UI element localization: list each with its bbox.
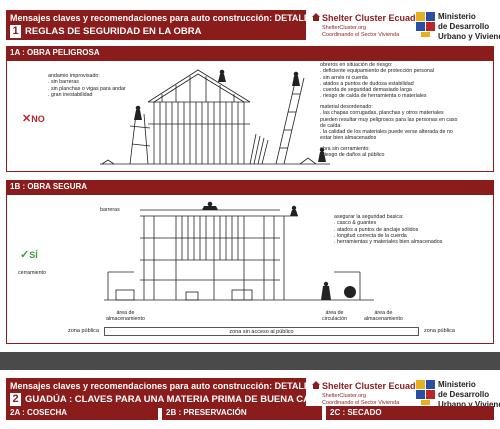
- label-storage-area-right: área de almacenamiento: [364, 310, 403, 323]
- label-public-zone-left: zona pública: [68, 328, 99, 334]
- note-workers-at-risk: obreros en situación de riesgo: . defici…: [320, 62, 434, 100]
- cross-icon: ✕: [22, 113, 32, 125]
- section-1b-title: 1B : OBRA SEGURA: [6, 180, 494, 194]
- house-icon: [312, 381, 320, 389]
- verdict-si: ✓SÍ: [20, 249, 38, 261]
- label-cerramiento: cerramiento: [18, 270, 46, 276]
- shelter-tagline: Coordinando el Sector Vivienda: [322, 400, 400, 406]
- ministry-logo: Ministerio de Desarrollo Urbano y Vivien…: [416, 378, 500, 412]
- shelter-tagline: Coordinando el Sector Vivienda: [322, 32, 400, 38]
- safe-site-illustration: [104, 201, 374, 301]
- section-1a-box: [6, 60, 494, 172]
- dangerous-site-illustration: [100, 69, 330, 165]
- page-header: Mensajes claves y recomendaciones para a…: [6, 10, 321, 40]
- shelter-cluster-logo: Shelter Cluster Ecuador ShelterCluster.o…: [312, 10, 425, 40]
- section-number: 1: [10, 25, 21, 38]
- label-circulation-area: área de circulación: [322, 310, 348, 323]
- header-subtitle: REGLAS DE SEGURIDAD EN LA OBRA: [25, 26, 202, 37]
- house-icon: [312, 13, 320, 21]
- page-1: Mensajes claves y recomendaciones para a…: [0, 0, 500, 352]
- ministry-line-1: Ministerio: [438, 12, 476, 21]
- ministry-emblem-icon: [416, 12, 435, 37]
- ministry-line-2: de Desarrollo: [438, 22, 490, 31]
- section-1a-title: 1A : OBRA PELIGROSA: [6, 46, 494, 60]
- note-disorderly-material: material desordenado: . las chapas corru…: [320, 104, 458, 142]
- shelter-site: ShelterCluster.org: [322, 393, 367, 399]
- header-title: Mensajes claves y recomendaciones para a…: [10, 381, 322, 391]
- column-2b-title: 2B : PRESERVACIÓN: [162, 406, 322, 420]
- note-no-enclosure: obra sin cerramiento: . riesgo de daños …: [320, 146, 385, 159]
- shelter-name: Shelter Cluster Ecuador: [322, 381, 425, 391]
- header-subtitle: GUADÚA : CLAVES PARA UNA MATERIA PRIMA D…: [25, 394, 340, 405]
- note-basic-safety: asegurar la seguridad basica: . casco & …: [334, 214, 443, 246]
- no-public-access-zone: zona sin acceso al público: [104, 327, 419, 336]
- header-title: Mensajes claves y recomendaciones para a…: [10, 13, 322, 23]
- verdict-no: ✕NO: [22, 113, 45, 125]
- section-1b-box: [6, 194, 494, 344]
- note-improvised-scaffold: andamio improvisado: . sin barreras . si…: [48, 73, 126, 98]
- ministry-emblem-icon: [416, 380, 435, 405]
- ministry-line-1: Ministerio: [438, 380, 476, 389]
- ministry-line-3: Urbano y Vivienda: [438, 400, 500, 409]
- shelter-name: Shelter Cluster Ecuador: [322, 13, 425, 23]
- section-number: 2: [10, 393, 21, 406]
- ministry-line-3: Urbano y Vivienda: [438, 32, 500, 41]
- page-2: Mensajes claves y recomendaciones para a…: [0, 370, 500, 429]
- ministry-logo: Ministerio de Desarrollo Urbano y Vivien…: [416, 10, 500, 44]
- label-barreras: barreras: [100, 207, 120, 213]
- shelter-cluster-logo: Shelter Cluster Ecuador ShelterCluster.o…: [312, 378, 425, 408]
- label-storage-area-left: área de almacenamiento: [106, 310, 145, 323]
- column-2c-title: 2C : SECADO: [326, 406, 494, 420]
- checkmark-icon: ✓: [20, 249, 30, 261]
- label-public-zone-right: zona pública: [424, 328, 455, 334]
- shelter-site: ShelterCluster.org: [322, 25, 367, 31]
- ministry-line-2: de Desarrollo: [438, 390, 490, 399]
- page-2-header: Mensajes claves y recomendaciones para a…: [6, 378, 339, 408]
- column-2a-title: 2A : COSECHA: [6, 406, 158, 420]
